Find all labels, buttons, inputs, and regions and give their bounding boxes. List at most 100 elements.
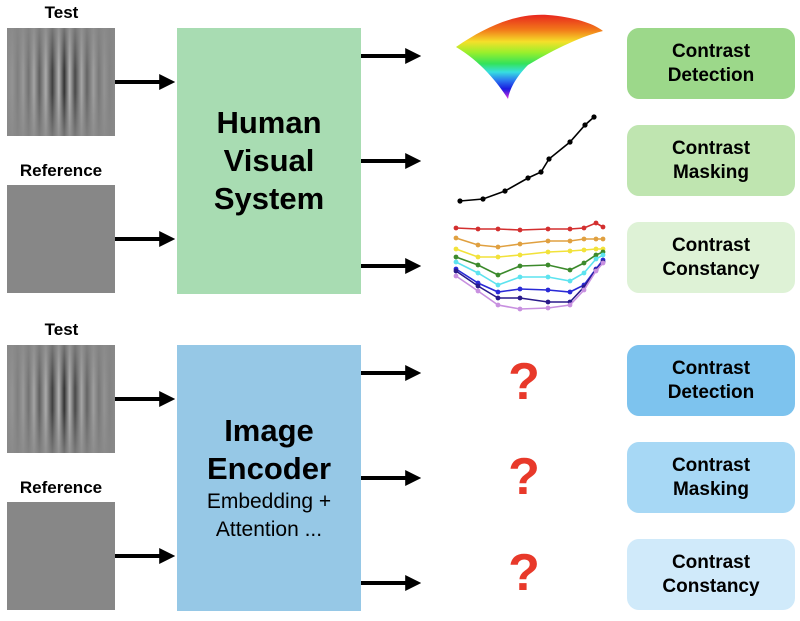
constancy-data-point <box>495 272 501 278</box>
task-label-line: Constancy <box>662 575 760 597</box>
task-label-line: Contrast <box>671 234 751 256</box>
constancy-data-point <box>495 254 501 260</box>
human-visual-system-box: Human Visual System <box>177 28 361 294</box>
task-contrast-detection-bottom: Contrast Detection <box>627 345 795 416</box>
constancy-data-point <box>545 287 551 293</box>
task-label-line: Contrast <box>671 137 751 159</box>
constancy-data-point <box>581 247 587 253</box>
constancy-data-point <box>545 226 551 232</box>
task-label-line: Detection <box>667 381 755 403</box>
data-point <box>525 175 531 181</box>
constancy-data-point <box>453 268 459 274</box>
constancy-data-point <box>475 283 481 289</box>
task-label-line: Masking <box>672 478 750 500</box>
constancy-data-point <box>600 236 606 242</box>
constancy-data-point <box>600 260 606 266</box>
constancy-data-point <box>517 274 523 280</box>
test-label-bottom: Test <box>44 320 79 339</box>
constancy-data-point <box>545 238 551 244</box>
constancy-data-point <box>545 262 551 268</box>
constancy-data-point <box>581 287 587 293</box>
encoder-subtitle-line: Attention ... <box>215 518 323 541</box>
encoder-subtitle-line: Embedding + <box>206 490 332 513</box>
task-label-line: Masking <box>672 161 750 183</box>
constancy-data-point <box>593 220 599 226</box>
constancy-data-point <box>567 267 573 273</box>
test-label-top: Test <box>44 3 79 22</box>
constancy-data-point <box>545 305 551 311</box>
constancy-data-point <box>453 254 459 260</box>
constancy-data-point <box>495 282 501 288</box>
task-contrast-masking-top: Contrast Masking <box>627 125 795 196</box>
task-label-line: Contrast <box>671 40 751 62</box>
data-point <box>567 139 573 145</box>
constancy-data-point <box>475 270 481 276</box>
task-label-line: Contrast <box>671 551 751 573</box>
hvs-title-line: Visual <box>223 143 315 178</box>
constancy-data-point <box>475 262 481 268</box>
constancy-data-point <box>567 238 573 244</box>
task-contrast-detection-top: Contrast Detection <box>627 28 795 99</box>
constancy-data-point <box>517 241 523 247</box>
constancy-data-point <box>567 248 573 254</box>
task-contrast-constancy-top: Contrast Constancy <box>627 222 795 293</box>
image-encoder-box: Image Encoder Embedding + Attention ... <box>177 345 361 611</box>
constancy-data-point <box>567 226 573 232</box>
constancy-data-point <box>545 249 551 255</box>
question-mark-icon: ? <box>508 448 540 506</box>
data-point <box>538 169 544 175</box>
constancy-data-point <box>517 286 523 292</box>
constancy-data-point <box>453 225 459 231</box>
3d-surface-plot <box>456 14 603 99</box>
constancy-data-point <box>600 224 606 230</box>
task-contrast-constancy-bottom: Contrast Constancy <box>627 539 795 610</box>
constancy-data-point <box>600 252 606 258</box>
constancy-data-point <box>517 252 523 258</box>
constancy-data-point <box>567 302 573 308</box>
reference-uniform-image-top <box>7 185 115 293</box>
data-point <box>457 198 463 204</box>
constancy-data-point <box>495 295 501 301</box>
constancy-data-point <box>453 235 459 241</box>
constancy-data-point <box>517 306 523 312</box>
surface-shape <box>456 14 603 99</box>
task-label-line: Constancy <box>662 258 760 280</box>
constancy-data-point <box>545 299 551 305</box>
constancy-data-point <box>495 226 501 232</box>
task-label-line: Detection <box>667 64 755 86</box>
constancy-data-point <box>545 274 551 280</box>
reference-uniform-image-bottom <box>7 502 115 610</box>
constancy-data-point <box>517 295 523 301</box>
test-grating-image-top <box>7 28 115 136</box>
constancy-data-point <box>593 236 599 242</box>
task-contrast-masking-bottom: Contrast Masking <box>627 442 795 513</box>
constancy-data-point <box>453 273 459 279</box>
masking-line-plot <box>457 114 597 204</box>
constancy-data-point <box>475 242 481 248</box>
question-mark-icon: ? <box>508 544 540 602</box>
constancy-data-point <box>581 260 587 266</box>
constancy-data-point <box>495 289 501 295</box>
data-point <box>502 188 508 194</box>
encoder-title-line: Image <box>224 413 314 448</box>
constancy-data-point <box>593 256 599 262</box>
reference-label-top: Reference <box>19 161 103 180</box>
constancy-data-point <box>453 246 459 252</box>
constancy-data-point <box>581 270 587 276</box>
data-point <box>480 196 486 202</box>
constancy-data-point <box>581 236 587 242</box>
reference-label-bottom: Reference <box>19 478 103 497</box>
test-grating-image-bottom <box>7 345 115 453</box>
constancy-data-point <box>593 252 599 258</box>
constancy-data-point <box>567 289 573 295</box>
constancy-data-point <box>517 227 523 233</box>
encoder-title-line: Encoder <box>206 451 332 486</box>
constancy-data-point <box>517 263 523 269</box>
constancy-data-point <box>475 226 481 232</box>
constancy-data-point <box>567 278 573 284</box>
data-point <box>591 114 597 120</box>
constancy-data-point <box>475 254 481 260</box>
constancy-data-point <box>593 268 599 274</box>
task-label-line: Contrast <box>671 454 751 476</box>
